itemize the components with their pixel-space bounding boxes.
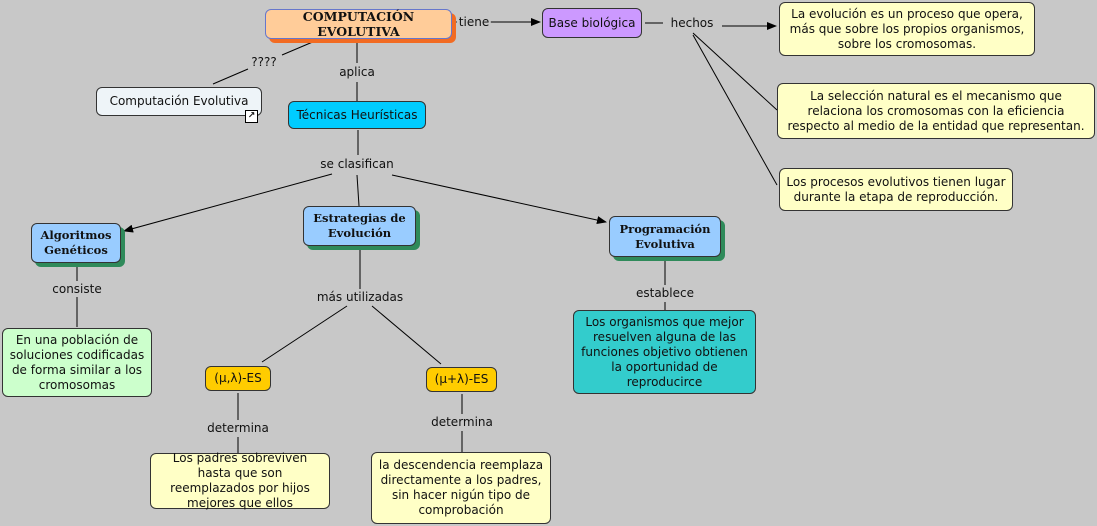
link-shortcut-icon[interactable]: ↗: [245, 110, 258, 123]
concept-fact-3[interactable]: Los procesos evolutivos tienen lugar dur…: [779, 168, 1013, 211]
concept-mu-plus-lambda[interactable]: (μ+λ)-ES: [426, 367, 497, 392]
link-label-mas-utilizadas: más utilizadas: [314, 290, 406, 304]
concept-plus-description[interactable]: la descendencia reemplaza directamente a…: [371, 452, 551, 524]
concept-computacion-evolutiva[interactable]: COMPUTACIÓN EVOLUTIVA: [265, 9, 452, 39]
link-label-aplica: aplica: [337, 65, 377, 79]
concept-ag-description[interactable]: En una población de soluciones codificad…: [2, 328, 152, 397]
concept-fact-1[interactable]: La evolución es un proceso que opera, má…: [779, 2, 1035, 56]
concept-fact-2[interactable]: La selección natural es el mecanismo que…: [777, 83, 1095, 139]
link-label-hechos: hechos: [668, 16, 716, 30]
concept-pe-description[interactable]: Los organismos que mejor resuelven algun…: [573, 310, 756, 394]
concept-comma-description[interactable]: Los padres sobreviven hasta que son reem…: [150, 451, 330, 510]
concept-mu-comma-lambda[interactable]: (μ,λ)-ES: [205, 366, 271, 391]
link-label-se-clasifican: se clasifican: [318, 157, 396, 171]
concept-base-biologica[interactable]: Base biológica: [542, 8, 642, 38]
link-label-tiene: tiene: [456, 15, 492, 29]
concept-programacion-evolutiva[interactable]: Programación Evolutiva: [609, 216, 721, 257]
link-label-determina-2: determina: [429, 415, 495, 429]
link-label-consiste: consiste: [50, 282, 104, 296]
concept-tecnicas-heuristicas[interactable]: Técnicas Heurísticas: [288, 101, 426, 129]
concept-algoritmos-geneticos[interactable]: Algoritmos Genéticos: [31, 223, 121, 263]
link-label-establece: establece: [633, 286, 697, 300]
concept-estrategias-evolucion[interactable]: Estrategias de Evolución: [303, 206, 416, 246]
link-label-determina-1: determina: [205, 421, 271, 435]
concept-linked-computacion[interactable]: Computación Evolutiva: [96, 87, 262, 116]
link-label-unknown: ????: [249, 55, 279, 69]
